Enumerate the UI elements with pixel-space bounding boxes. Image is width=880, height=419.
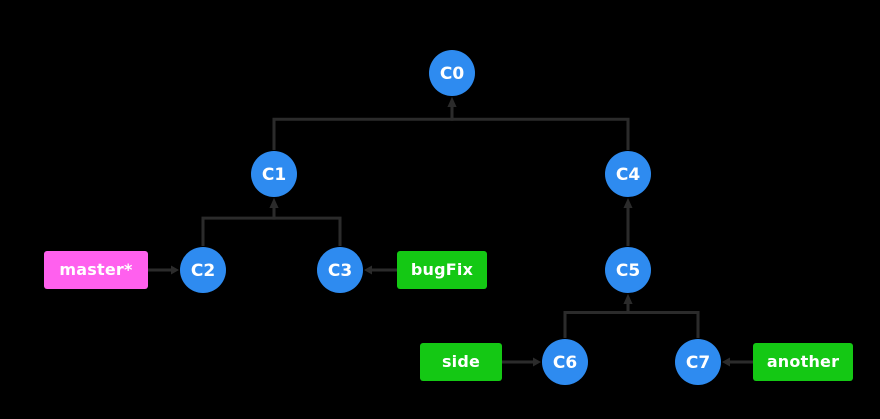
edge-arrowhead: [623, 294, 633, 304]
edge-C5-to-C4: [623, 198, 633, 246]
commit-id-text: C5: [616, 261, 640, 281]
commit-circle[interactable]: [605, 247, 651, 293]
edge-line: [272, 106, 454, 150]
commit-id-text: C6: [553, 353, 577, 373]
commit-node-c5[interactable]: C5: [605, 247, 651, 293]
ref-connectors-layer: [148, 265, 753, 367]
edge-line: [563, 303, 630, 338]
edge-C6-to-C5: [563, 294, 633, 338]
edges-layer: [201, 97, 700, 338]
commit-node-c2[interactable]: C2: [180, 247, 226, 293]
commit-id-text: C1: [262, 165, 286, 185]
ref-connector-side: [502, 357, 541, 367]
commit-node-c6[interactable]: C6: [542, 339, 588, 385]
ref-label-side[interactable]: side: [420, 343, 502, 381]
edge-arrowhead: [447, 97, 457, 107]
ref-connector-arrowhead: [171, 265, 179, 275]
edge-C1-to-C0: [272, 97, 457, 150]
edge-C7-to-C5: [623, 294, 700, 338]
commit-circle[interactable]: [251, 151, 297, 197]
commit-id-text: C4: [616, 165, 640, 185]
edge-C2-to-C1: [201, 198, 279, 246]
ref-connector-master: [148, 265, 179, 275]
commit-id-text: C7: [686, 353, 710, 373]
ref-connector-bugFix: [364, 265, 397, 275]
commit-id-text: C0: [440, 64, 464, 84]
ref-label-another[interactable]: another: [753, 343, 853, 381]
edge-C4-to-C0: [447, 97, 630, 150]
edge-line: [450, 106, 630, 150]
commit-circle[interactable]: [429, 50, 475, 96]
ref-label-master[interactable]: master*: [44, 251, 148, 289]
commit-node-c0[interactable]: C0: [429, 50, 475, 96]
commit-circle[interactable]: [542, 339, 588, 385]
commit-circle[interactable]: [317, 247, 363, 293]
commit-circle[interactable]: [605, 151, 651, 197]
edge-line: [626, 303, 700, 338]
ref-connector-arrowhead: [722, 357, 730, 367]
ref-connector-arrowhead: [533, 357, 541, 367]
edge-line: [201, 207, 276, 246]
commit-circle[interactable]: [180, 247, 226, 293]
commit-circle[interactable]: [675, 339, 721, 385]
edge-C3-to-C1: [269, 198, 342, 246]
commit-node-c4[interactable]: C4: [605, 151, 651, 197]
commit-node-c3[interactable]: C3: [317, 247, 363, 293]
commit-id-text: C3: [328, 261, 352, 281]
ref-label-bugfix[interactable]: bugFix: [397, 251, 487, 289]
ref-connector-arrowhead: [364, 265, 372, 275]
edge-arrowhead: [269, 198, 279, 208]
commit-id-text: C2: [191, 261, 215, 281]
ref-connector-another: [722, 357, 753, 367]
edge-arrowhead: [623, 198, 633, 208]
edge-line: [272, 207, 342, 246]
commit-node-c1[interactable]: C1: [251, 151, 297, 197]
commit-node-c7[interactable]: C7: [675, 339, 721, 385]
